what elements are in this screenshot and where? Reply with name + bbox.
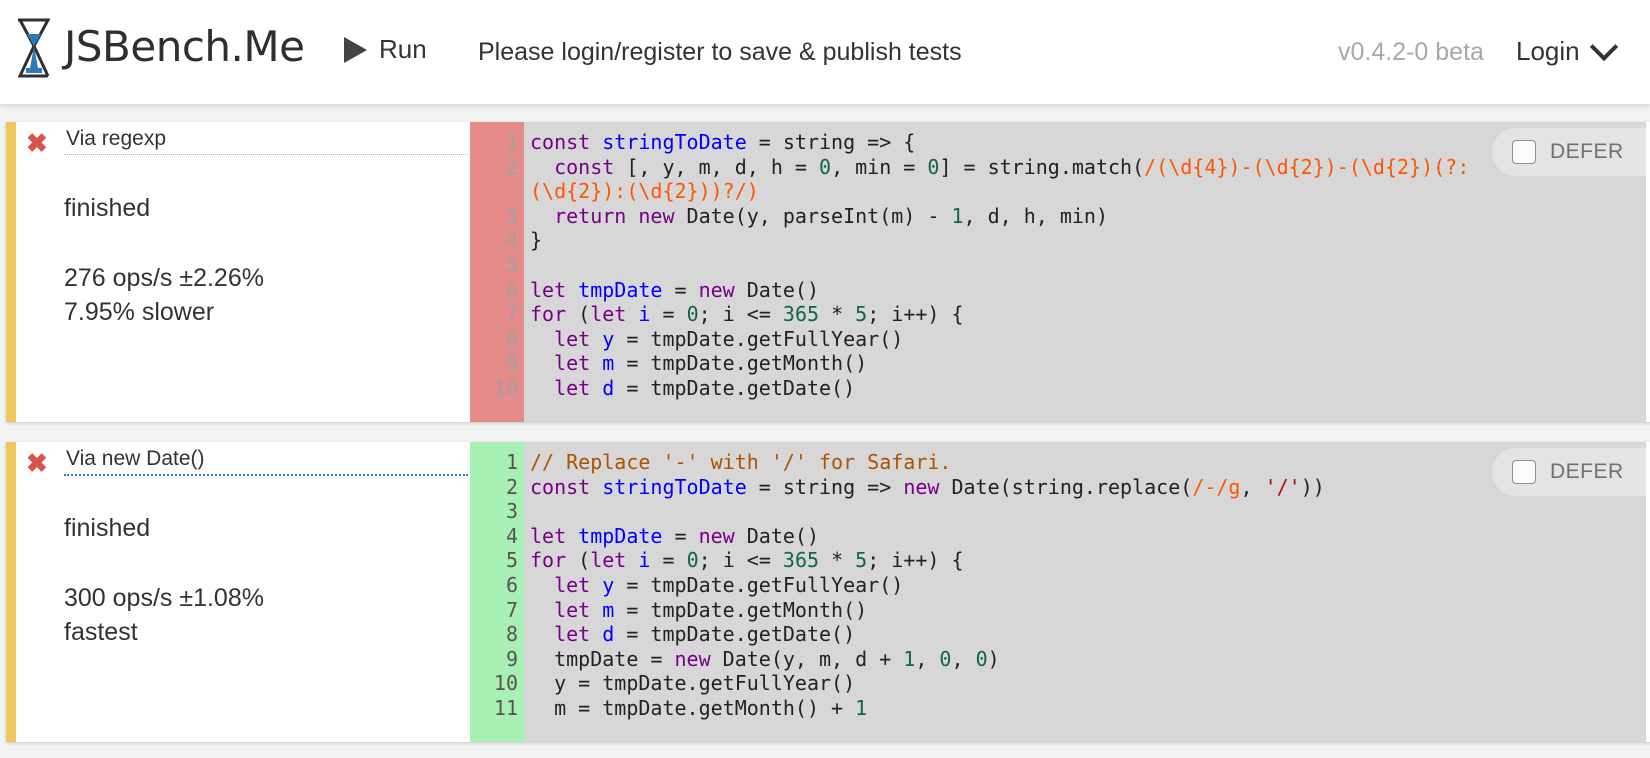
line-number: 4 — [505, 228, 518, 253]
close-icon[interactable]: ✖ — [26, 128, 48, 158]
code-line[interactable]: for (let i = 0; i <= 365 * 5; i++) { — [530, 302, 964, 327]
line-number: 2 — [505, 474, 518, 499]
code-line[interactable]: y = tmpDate.getFullYear() — [530, 671, 856, 696]
test-status: finished — [64, 514, 151, 542]
line-number: 9 — [505, 646, 518, 671]
code-line[interactable]: let tmpDate = new Date() — [530, 523, 820, 548]
code-line[interactable]: let d = tmpDate.getDate() — [554, 622, 856, 647]
test-status: finished — [64, 194, 151, 222]
line-number: 7 — [505, 597, 518, 622]
hourglass-icon — [17, 18, 51, 78]
code-line[interactable]: let m = tmpDate.getMonth() — [554, 351, 868, 376]
test-name-input[interactable] — [64, 444, 468, 476]
login-button[interactable]: Login — [1516, 32, 1618, 67]
test-info-panel: ✖ finished 300 ops/s ±1.08% fastest — [16, 442, 470, 742]
code-line[interactable]: const stringToDate = string => new Date(… — [530, 474, 1325, 499]
line-number: 1 — [505, 130, 518, 154]
code-line[interactable]: let m = tmpDate.getMonth() — [554, 597, 868, 622]
test-info-panel: ✖ finished 276 ops/s ±2.26% 7.95% slower — [16, 122, 470, 422]
code-line[interactable]: // Replace '-' with '/' for Safari. — [530, 450, 952, 474]
defer-checkbox[interactable] — [1512, 140, 1536, 164]
code-line[interactable]: (\d{2}):(\d{2}))?/) — [530, 179, 759, 204]
line-number: 5 — [505, 253, 518, 277]
defer-label: DEFER — [1550, 140, 1624, 163]
line-number: 6 — [505, 277, 518, 302]
line-number-gutter: 1 2 3 4 5 6 7 8 9 10 11 — [470, 442, 524, 742]
test-ops: 300 ops/s ±1.08% — [64, 584, 264, 612]
code-editor[interactable]: const stringToDate = string => { const [… — [524, 122, 1646, 422]
line-number: 8 — [505, 622, 518, 647]
code-line[interactable]: const stringToDate = string => { — [530, 130, 916, 154]
code-line[interactable]: } — [530, 228, 543, 253]
line-number: 8 — [505, 326, 518, 351]
defer-checkbox[interactable] — [1512, 460, 1536, 484]
line-number-gutter: 1 2 3 4 5 6 7 8 9 10 — [470, 122, 524, 422]
code-line[interactable]: let tmpDate = new Date() — [530, 277, 820, 302]
code-line[interactable]: let y = tmpDate.getFullYear() — [554, 573, 904, 597]
line-number: 11 — [493, 696, 518, 720]
code-line[interactable]: return new Date(y, parseInt(m) - 1, d, h… — [554, 203, 1109, 228]
defer-label: DEFER — [1550, 460, 1624, 483]
code-line[interactable]: tmpDate = new Date(y, m, d + 1, 0, 0) — [530, 646, 1000, 671]
test-case: ✖ finished 300 ops/s ±1.08% fastest 1 2 … — [6, 442, 1650, 742]
line-number: 4 — [505, 523, 518, 548]
defer-toggle[interactable]: DEFER — [1492, 448, 1646, 496]
code-line[interactable]: m = tmpDate.getMonth() + 1 — [530, 696, 868, 720]
line-number: 3 — [505, 499, 518, 524]
code-line[interactable]: const [, y, m, d, h = 0, min = 0] = stri… — [554, 154, 1470, 179]
close-icon[interactable]: ✖ — [26, 448, 48, 478]
line-number: 7 — [505, 302, 518, 327]
line-number: 9 — [505, 351, 518, 376]
brand-title[interactable]: JSBench.Me — [64, 22, 305, 71]
line-number: 6 — [505, 573, 518, 597]
code-line[interactable]: let d = tmpDate.getDate() — [554, 376, 856, 400]
run-button[interactable]: Run — [344, 34, 427, 65]
test-case: ✖ finished 276 ops/s ±2.26% 7.95% slower… — [6, 122, 1650, 422]
defer-toggle[interactable]: DEFER — [1492, 128, 1646, 176]
top-bar: JSBench.Me Run Please login/register to … — [0, 0, 1650, 104]
line-number: 5 — [505, 548, 518, 573]
test-comparison: 7.95% slower — [64, 298, 215, 326]
run-label: Run — [379, 34, 427, 64]
chevron-down-icon — [1589, 32, 1618, 61]
play-icon — [344, 36, 367, 63]
line-number: 10 — [493, 376, 518, 400]
code-line[interactable]: let y = tmpDate.getFullYear() — [554, 326, 904, 351]
login-message: Please login/register to save & publish … — [478, 38, 962, 66]
line-number: 1 — [505, 450, 518, 474]
version-label: v0.4.2-0 beta — [1338, 38, 1484, 66]
line-number: 2 — [505, 154, 518, 179]
test-comparison: fastest — [64, 618, 138, 646]
line-number: 10 — [493, 671, 518, 696]
test-ops: 276 ops/s ±2.26% — [64, 264, 264, 292]
login-label: Login — [1516, 36, 1580, 66]
code-editor[interactable]: // Replace '-' with '/' for Safari.const… — [524, 442, 1646, 742]
test-name-input[interactable] — [64, 124, 468, 155]
line-number: 3 — [505, 203, 518, 228]
code-line[interactable]: for (let i = 0; i <= 365 * 5; i++) { — [530, 548, 964, 573]
